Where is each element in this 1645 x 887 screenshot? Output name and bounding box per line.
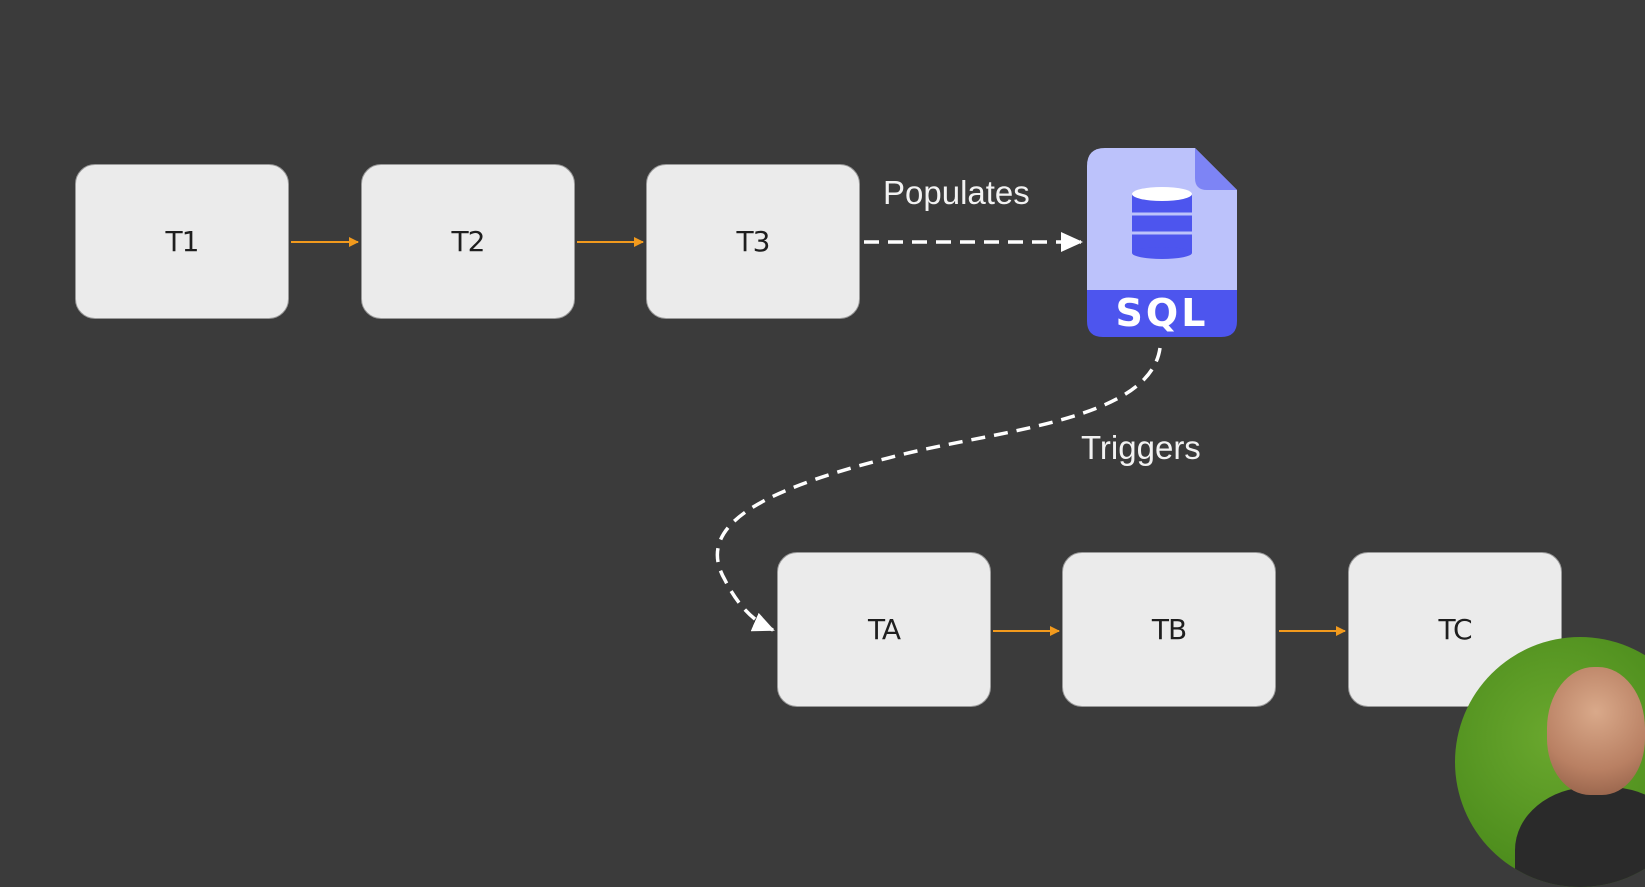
triggers-dashed-arrow xyxy=(715,347,1162,632)
task-t2: T2 xyxy=(361,164,575,319)
task-t1: T1 xyxy=(75,164,289,319)
task-ta: TA xyxy=(777,552,991,707)
presenter-shirt xyxy=(1515,787,1645,887)
presenter-face xyxy=(1547,667,1645,795)
task-t3: T3 xyxy=(646,164,860,319)
sql-database-file-icon: SQL xyxy=(1087,148,1237,337)
connectors-layer: SQL xyxy=(291,148,1346,636)
sql-label: SQL xyxy=(1116,291,1209,335)
populates-label: Populates xyxy=(883,174,1030,211)
task-tb: TB xyxy=(1062,552,1276,707)
triggers-label: Triggers xyxy=(1081,429,1201,466)
diagram-canvas: SQL T1 T2 T3 TA TB TC Populates Triggers xyxy=(75,148,1645,887)
database-cylinder-icon xyxy=(1132,187,1192,259)
